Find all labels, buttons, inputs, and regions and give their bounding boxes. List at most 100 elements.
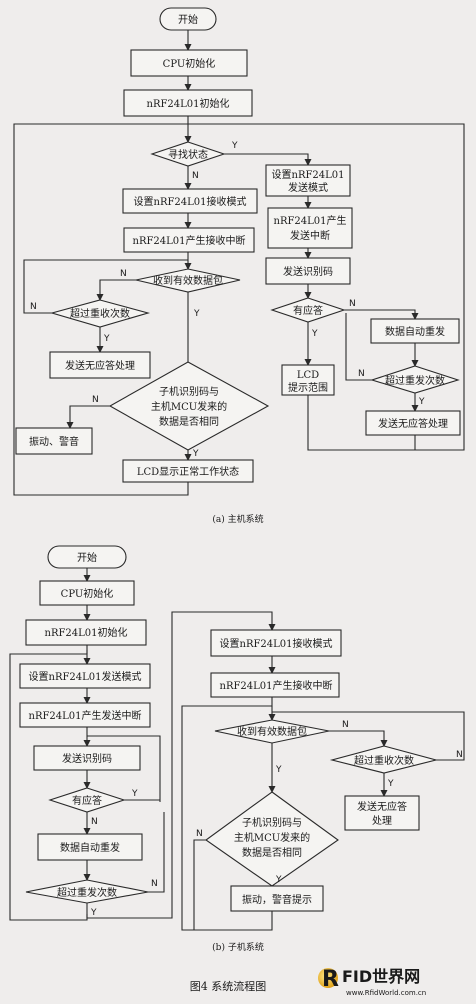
- auto-resend-box: [37, 833, 143, 861]
- vibrate-label: 振动、警音: [29, 435, 79, 448]
- logo-url: www.RfidWorld.com.cn: [346, 989, 426, 997]
- has-ack-label: 有应答: [72, 794, 102, 807]
- resend-limit-label: 超过重发次数: [57, 886, 117, 899]
- yn-label: Y: [193, 309, 200, 319]
- compare-label-1: 子机识别码与: [242, 816, 302, 829]
- auto-resend-box: [370, 318, 460, 344]
- auto-resend-label: 数据自动重发: [385, 325, 445, 338]
- yn-label: N: [151, 879, 158, 889]
- yn-label: N: [120, 269, 127, 279]
- yn-label: N: [30, 302, 37, 312]
- yn-label: N: [349, 299, 356, 309]
- no-ack-label-2: 处理: [372, 815, 392, 827]
- set-tx-box: [19, 663, 151, 689]
- yn-label: N: [342, 720, 349, 730]
- retry-limit-decision: [49, 299, 151, 328]
- set-rx-label: 设置nRF24L01接收模式: [220, 637, 333, 650]
- resend-limit-label: 超过重发次数: [385, 374, 445, 387]
- lcd-normal-box: [122, 459, 254, 483]
- retry-limit-label: 超过重收次数: [70, 307, 130, 320]
- set-rx-box: [210, 629, 342, 657]
- compare-decision: [108, 361, 270, 451]
- nrf-init-label: nRF24L01初始化: [45, 626, 128, 639]
- has-ack-decision: [270, 297, 346, 323]
- yn-label: N: [196, 829, 203, 839]
- send-id-box: [33, 745, 141, 771]
- send-id-box: [265, 257, 351, 285]
- got-packet-label: 收到有效数据包: [153, 274, 223, 287]
- yn-label: Y: [131, 789, 138, 799]
- cpu-init-box: [39, 580, 135, 606]
- yn-label: Y: [275, 765, 282, 775]
- send-id-label: 发送识别码: [283, 265, 333, 278]
- no-ack-label-1: 发送无应答: [357, 800, 407, 813]
- set-rx-box: [122, 188, 258, 214]
- rx-irq-label: nRF24L01产生接收中断: [133, 234, 246, 247]
- set-tx-label: 设置nRF24L01发送模式: [29, 670, 142, 683]
- tx-irq-label: nRF24L01产生发送中断: [29, 709, 142, 722]
- send-no-ack-right-box: [365, 410, 461, 436]
- logo-brand-text: FID世界网: [342, 967, 420, 986]
- yn-label: Y: [103, 334, 110, 344]
- nrf-init-label: nRF24L01初始化: [147, 97, 230, 110]
- yn-label: Y: [311, 329, 318, 339]
- yn-label: Y: [387, 779, 394, 789]
- tx-irq-box: [19, 702, 151, 728]
- start-label: 开始: [178, 13, 198, 26]
- tx-irq-box: [267, 207, 353, 249]
- got-packet-decision: [135, 268, 241, 293]
- auto-resend-label: 数据自动重发: [60, 841, 120, 854]
- compare-label-3: 数据是否相同: [242, 846, 302, 859]
- start-terminal: [159, 7, 217, 31]
- has-ack-decision: [48, 787, 126, 813]
- yn-label: N: [192, 171, 199, 181]
- rx-irq-box: [210, 672, 340, 698]
- nrf-init-box: [123, 89, 253, 117]
- compare-label-3: 数据是否相同: [159, 415, 219, 428]
- yn-label: N: [92, 395, 99, 405]
- search-decision: [150, 141, 226, 167]
- nrf-init-box: [25, 619, 147, 646]
- caption-a: (a) 主机系统: [212, 513, 263, 525]
- yn-label: N: [91, 817, 98, 827]
- lcd-normal-label: LCD显示正常工作状态: [137, 465, 239, 478]
- flowchart-b: 开始 CPU初始化 nRF24L01初始化 设置nRF24L01发送模式 nRF…: [9, 545, 465, 953]
- compare-label-1: 子机识别码与: [159, 385, 219, 398]
- yn-label: Y: [192, 449, 199, 459]
- flowchart-a: 开始 CPU初始化 nRF24L01初始化 寻找状态 设置nRF24L01接收模…: [13, 7, 465, 525]
- lcd-range-label-1: LCD: [297, 370, 319, 381]
- set-tx-label-1: 设置nRF24L01: [272, 169, 345, 181]
- send-no-ack-box: [49, 351, 151, 379]
- cpu-init-box: [130, 49, 248, 77]
- vibrate-box: [15, 427, 93, 455]
- got-packet-label: 收到有效数据包: [237, 725, 307, 738]
- set-rx-label: 设置nRF24L01接收模式: [134, 195, 247, 208]
- rx-irq-box: [123, 227, 255, 253]
- logo-r-letter: R: [322, 967, 339, 992]
- start-terminal: [47, 545, 127, 569]
- vibrate-label: 振动，警音提示: [242, 893, 312, 906]
- send-no-ack-right-label: 发送无应答处理: [378, 417, 448, 430]
- yn-label: Y: [90, 908, 97, 918]
- lcd-range-box: [281, 364, 335, 396]
- yn-label: Y: [418, 397, 425, 407]
- send-id-label: 发送识别码: [62, 752, 112, 765]
- tx-irq-label-2: 发送中断: [290, 229, 330, 242]
- rx-irq-label: nRF24L01产生接收中断: [220, 679, 333, 692]
- vibrate-box: [230, 885, 324, 912]
- yn-label: Y: [275, 875, 282, 885]
- set-tx-box: [265, 164, 351, 197]
- cpu-init-label: CPU初始化: [61, 587, 114, 600]
- rfidworld-logo: R FID世界网 www.RfidWorld.com.cn: [318, 967, 426, 997]
- resend-limit-decision: [370, 365, 460, 394]
- compare-label-2: 主机MCU发来的: [151, 400, 227, 413]
- no-ack-box: [344, 795, 420, 831]
- yn-label: N: [358, 369, 365, 379]
- retry-limit-label: 超过重收次数: [354, 754, 414, 767]
- resend-limit-decision: [25, 879, 149, 904]
- has-ack-label: 有应答: [293, 304, 323, 317]
- yn-label: N: [456, 750, 463, 760]
- retry-limit-decision: [329, 745, 439, 774]
- figure-caption: 图4 系统流程图: [190, 979, 267, 993]
